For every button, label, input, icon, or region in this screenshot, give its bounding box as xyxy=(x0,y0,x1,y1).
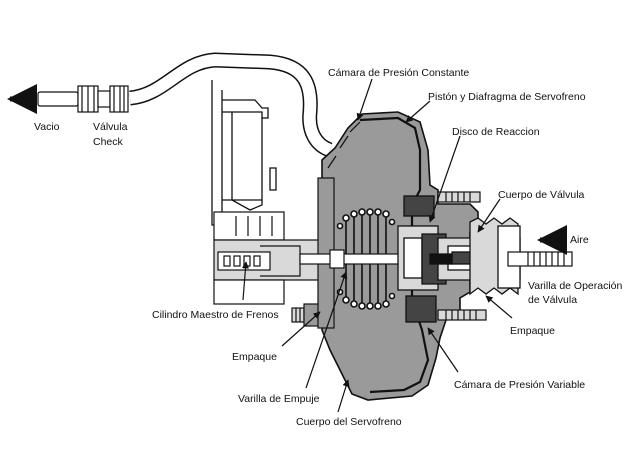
label-piston-diafragma: Pistón y Diafragma de Servofreno xyxy=(428,91,586,103)
label-camara-presion-constante: Cámara de Presión Constante xyxy=(328,67,469,79)
label-varilla-empuje: Varilla de Empuje xyxy=(238,393,320,405)
label-vacio: Vacio xyxy=(34,121,60,133)
check-valve xyxy=(37,85,129,113)
label-camara-presion-variable: Cámara de Presión Variable xyxy=(454,379,585,391)
label-valvula-check-line1: Válvula xyxy=(93,121,128,133)
label-aire: Aire xyxy=(570,234,589,246)
valve-operating-rod xyxy=(507,251,573,267)
label-varilla-operacion-line2: de Válvula xyxy=(528,294,577,306)
master-cylinder xyxy=(213,211,333,305)
label-cilindro-maestro: Cilindro Maestro de Frenos xyxy=(152,309,279,321)
label-cuerpo-valvula: Cuerpo de Válvula xyxy=(498,189,585,201)
label-varilla-operacion-line1: Varilla de Operación xyxy=(528,280,623,292)
label-valvula-check-line2: Check xyxy=(93,136,124,148)
master-cylinder-bracket xyxy=(211,80,277,226)
vacuum-hose xyxy=(128,52,334,158)
rear-stud-top xyxy=(437,191,481,203)
label-cuerpo-servofreno: Cuerpo del Servofreno xyxy=(296,416,402,428)
rear-stud-bottom xyxy=(437,309,487,321)
label-disco-reaccion: Disco de Reaccion xyxy=(452,126,540,138)
leader-lines xyxy=(241,78,513,413)
label-empaque-right: Empaque xyxy=(510,325,555,337)
label-empaque-left: Empaque xyxy=(232,351,277,363)
